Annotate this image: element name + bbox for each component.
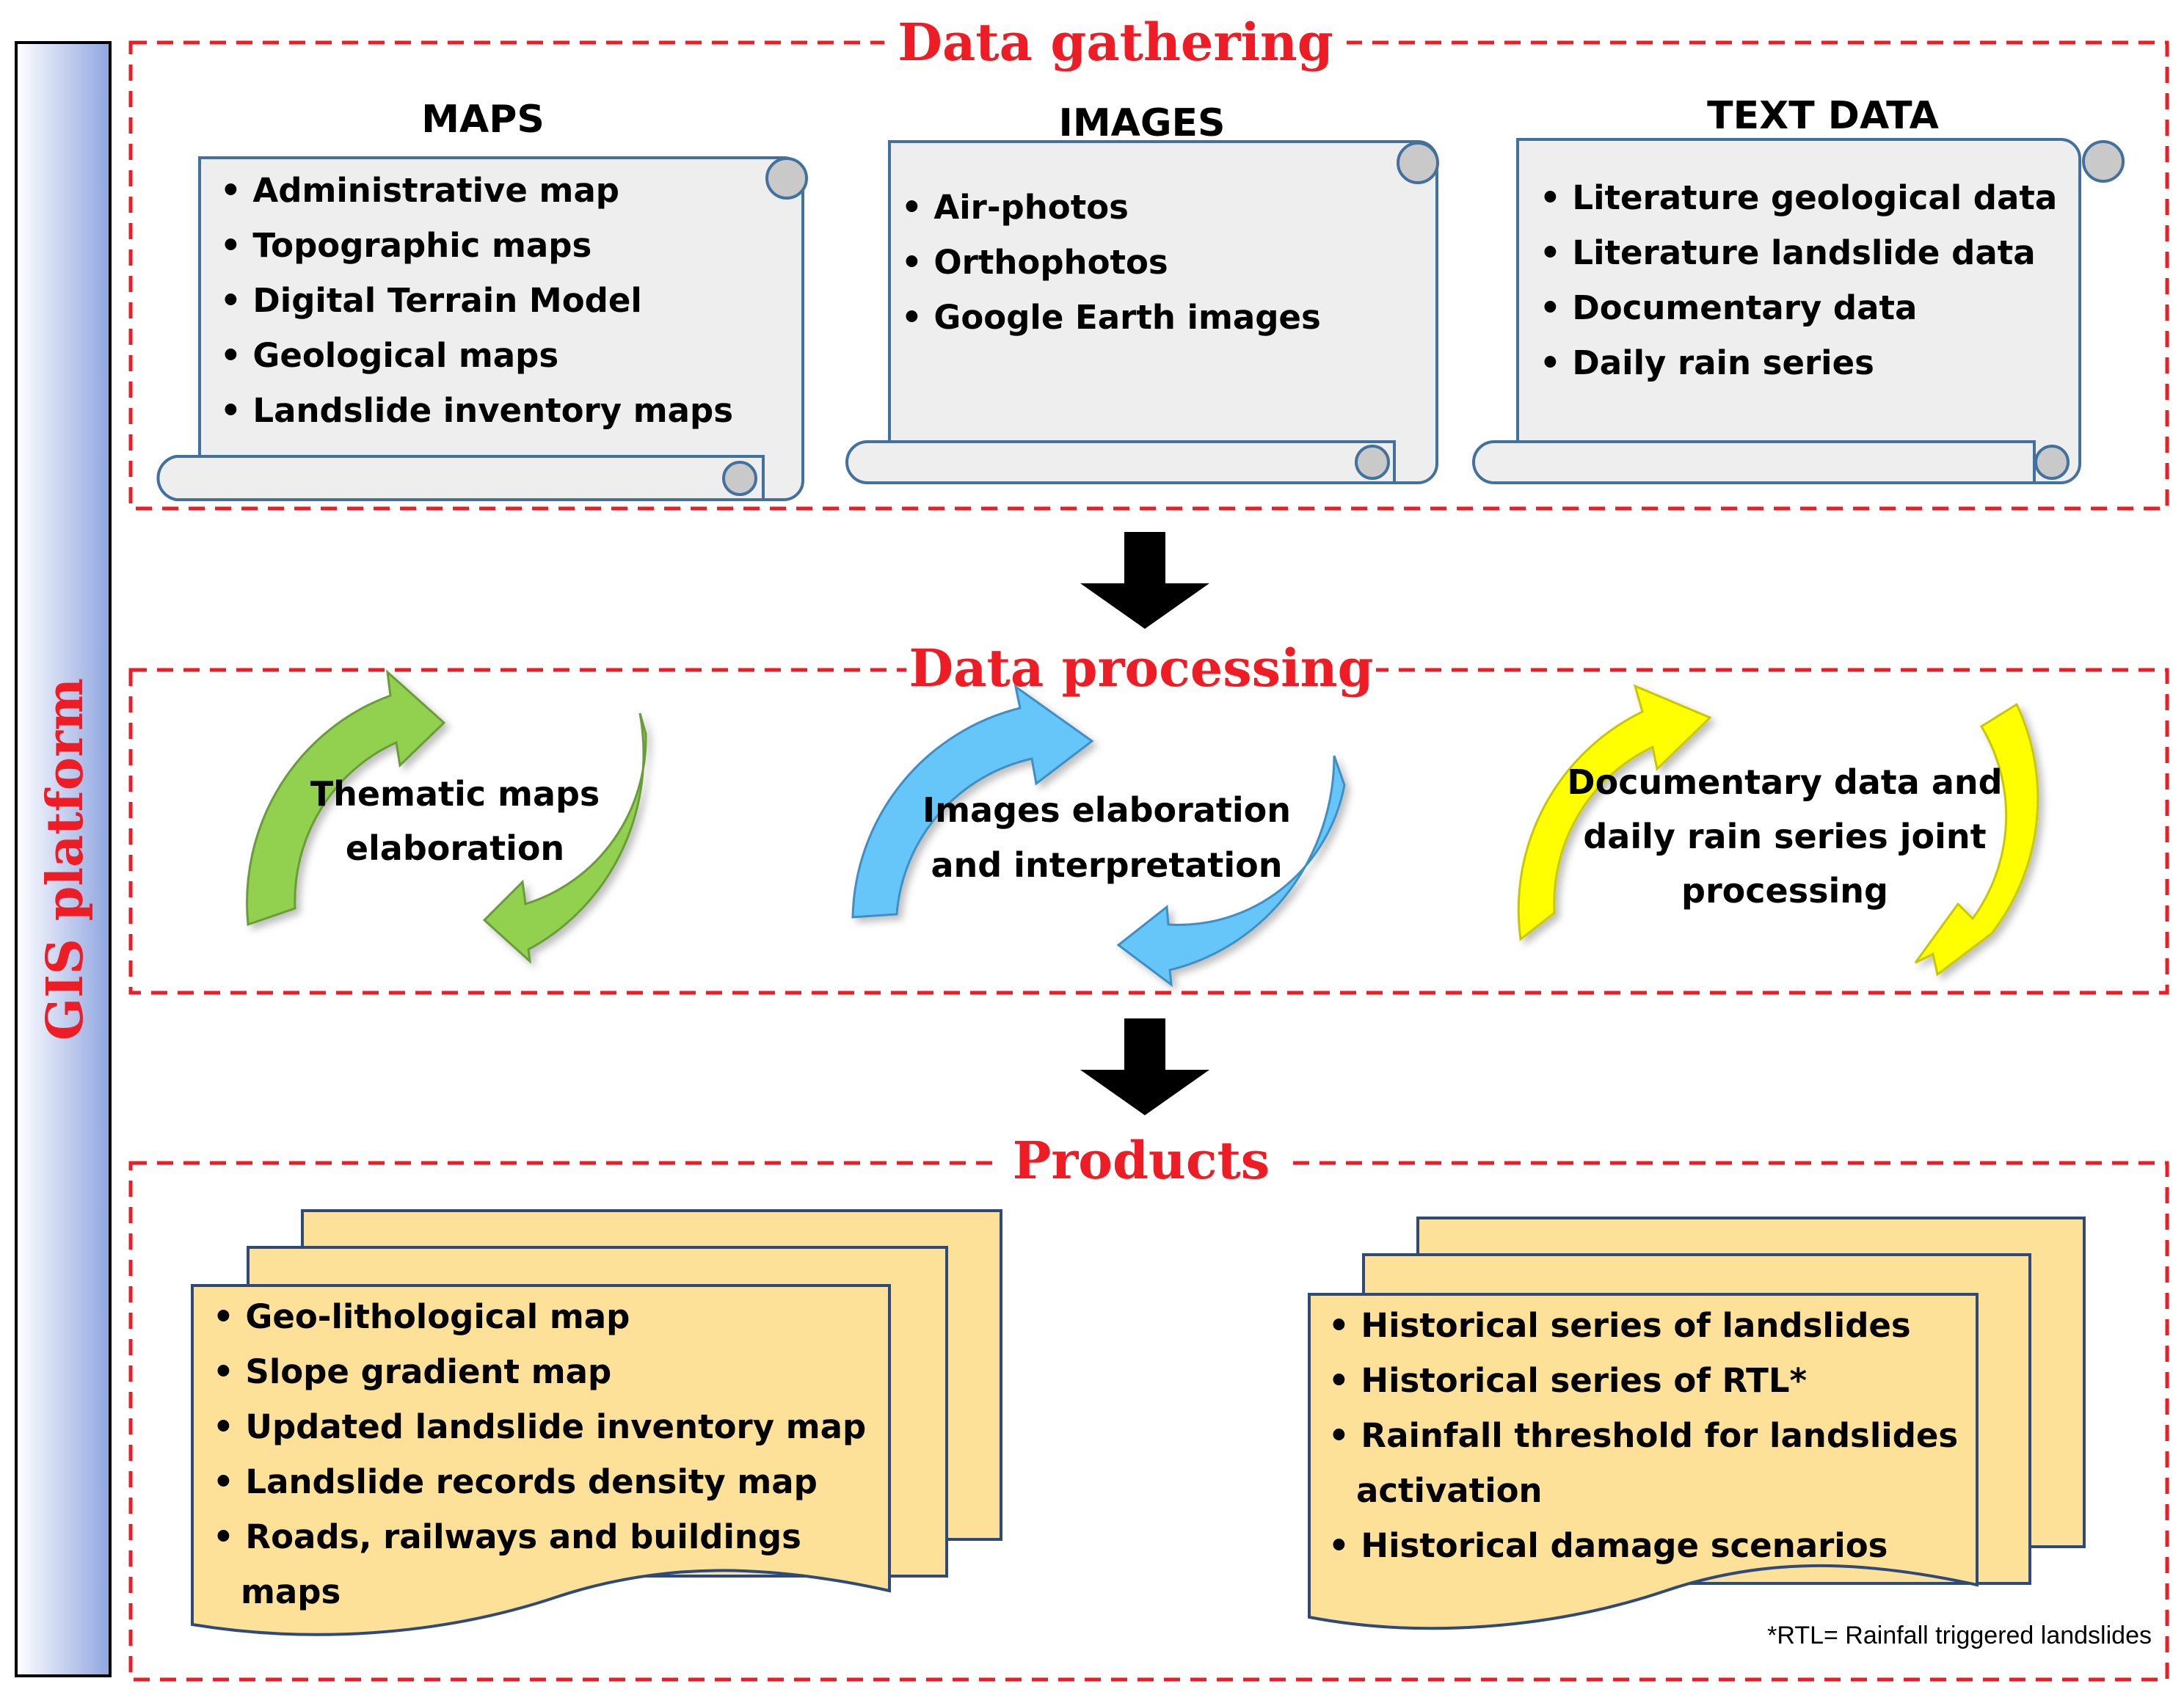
scroll-top-curl	[765, 157, 808, 200]
product-item: • Historical series of landslides	[1328, 1306, 1911, 1345]
cycle-arrow-icon	[246, 669, 446, 927]
products-title: Products	[1013, 1130, 1270, 1191]
cycle-label: elaboration	[346, 828, 564, 868]
scroll-bottom-roll	[1472, 440, 2036, 484]
product-item: • Historical series of RTL*	[1328, 1361, 1807, 1400]
cycle-documentary: Documentary data and daily rain series j…	[1517, 684, 2039, 977]
maps-scroll: MAPS • Administrative map • Topographic …	[156, 98, 808, 501]
images-item: • Google Earth images	[901, 298, 1321, 337]
cycle-label: daily rain series joint	[1583, 817, 1986, 856]
maps-item: • Topographic maps	[220, 226, 592, 265]
product-item: • Historical damage scenarios	[1328, 1526, 1888, 1565]
down-arrow-icon	[1080, 532, 1209, 629]
cycle-label: Thematic maps	[310, 774, 600, 814]
products-title-bg	[1002, 1134, 1288, 1200]
gis-platform-label: GIS platform	[36, 678, 95, 1040]
maps-item: • Geological maps	[220, 336, 558, 375]
product-item: activation	[1356, 1471, 1543, 1510]
maps-item: • Administrative map	[220, 171, 619, 210]
text-data-item: • Literature landslide data	[1540, 233, 2036, 272]
scroll-bottom-curl	[2034, 445, 2070, 480]
cycle-arrow-icon	[1116, 755, 1346, 988]
product-item: • Slope gradient map	[213, 1352, 611, 1391]
text-data-item: • Documentary data	[1540, 288, 1917, 327]
maps-heading: MAPS	[421, 98, 545, 142]
cycle-arrow-icon	[1914, 702, 2039, 977]
product-item: • Roads, railways and buildings	[213, 1517, 801, 1556]
stack-sheet-front	[1308, 1293, 1979, 1630]
scroll-bottom-roll	[156, 455, 765, 501]
product-item: • Landslide records density map	[213, 1462, 818, 1501]
text-data-item: • Daily rain series	[1540, 343, 1874, 382]
images-item: • Air-photos	[901, 188, 1129, 227]
images-heading: IMAGES	[1059, 101, 1226, 145]
gathering-title-bg	[884, 13, 1347, 79]
text-data-scroll: TEXT DATA • Literature geological data •…	[1472, 94, 2125, 484]
cycle-thematic-maps: Thematic maps elaboration	[246, 669, 647, 964]
text-data-heading: TEXT DATA	[1707, 94, 1939, 138]
scroll-top-curl	[2082, 140, 2125, 183]
cycle-images: Images elaboration and interpretation	[851, 684, 1346, 988]
cycle-label: Images elaboration	[922, 790, 1291, 830]
product-item: maps	[241, 1572, 341, 1611]
cycle-label: Documentary data and	[1567, 762, 2002, 802]
product-item: • Geo-lithological map	[213, 1297, 630, 1336]
product-item: • Updated landslide inventory map	[213, 1407, 866, 1446]
maps-item: • Digital Terrain Model	[220, 281, 642, 320]
cycle-label: processing	[1681, 871, 1888, 911]
scroll-bottom-curl	[1355, 445, 1390, 480]
products-stack-series: • Historical series of landslides • Hist…	[1308, 1217, 2086, 1630]
cycle-arrow-icon	[482, 712, 647, 964]
scroll-top-curl	[1397, 142, 1439, 184]
gathering-title: Data gathering	[898, 12, 1333, 73]
scroll-body	[1516, 138, 2081, 484]
down-arrow-icon	[1080, 1018, 1209, 1115]
text-data-item: • Literature geological data	[1540, 178, 2057, 217]
maps-item: • Landslide inventory maps	[220, 391, 733, 430]
scroll-bottom-curl	[722, 461, 757, 496]
images-item: • Orthophotos	[901, 243, 1168, 282]
gis-platform-sidebar: GIS platform	[15, 41, 112, 1677]
cycle-label: and interpretation	[931, 845, 1282, 885]
images-scroll: IMAGES • Air-photos • Orthophotos • Goog…	[845, 101, 1439, 484]
product-item: • Rainfall threshold for landslides	[1328, 1416, 1958, 1455]
stack-sheet-front	[191, 1284, 891, 1636]
scroll-bottom-roll	[845, 440, 1396, 484]
processing-title-bg	[906, 640, 1376, 706]
cycle-arrow-icon	[851, 684, 1094, 919]
cycle-arrow-icon	[1517, 684, 1712, 941]
processing-title: Data processing	[909, 638, 1373, 699]
rtl-footnote: *RTL= Rainfall triggered landslides	[1767, 1622, 2152, 1649]
products-stack-maps: • Geo-lithological map • Slope gradient …	[191, 1209, 1002, 1636]
